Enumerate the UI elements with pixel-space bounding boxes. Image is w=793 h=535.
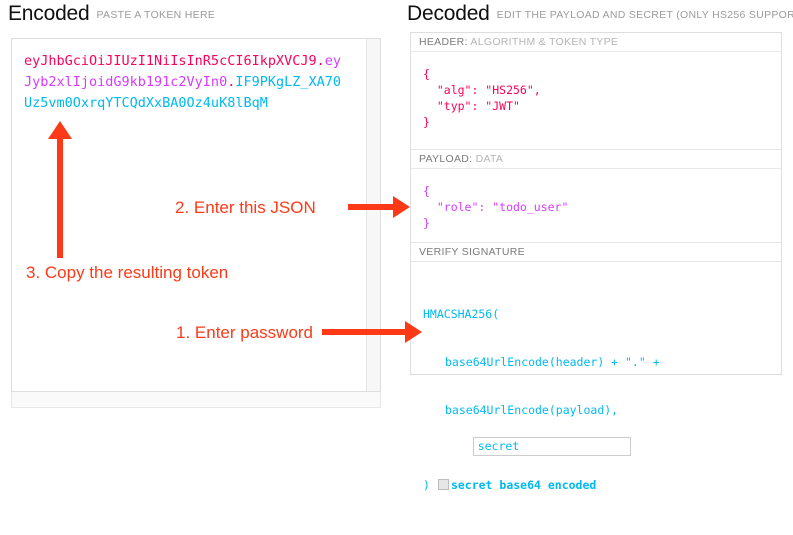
token-header-segment: eyJhbGciOiJIUzI1NiIsInR5cCI6IkpXVCJ9 <box>24 53 317 69</box>
decoded-title: Decoded <box>407 2 490 25</box>
header-section-label-rest: ALGORITHM & TOKEN TYPE <box>470 36 619 48</box>
encoded-token-text[interactable]: eyJhbGciOiJIUzI1NiIsInR5cCI6IkpXVCJ9.eyJ… <box>24 51 344 114</box>
annotation-step2-text: 2. Enter this JSON <box>175 198 316 217</box>
header-json-body[interactable]: { "alg": "HS256", "typ": "JWT" } <box>411 52 781 150</box>
base64-encoded-label: secret base64 encoded <box>450 478 597 492</box>
token-signature-segment: IF9PKgLZ_XA70Uz5vm0OxrqYTCQdXxBA0Oz4uK8l… <box>24 74 342 111</box>
annotation-step2-arrow-line <box>348 204 395 210</box>
token-payload-segment: eyJyb2xlIjoidG9kb191c2VyIn0 <box>24 53 342 90</box>
encoded-subtitle: PASTE A TOKEN HERE <box>96 9 216 21</box>
decoded-subtitle: EDIT THE PAYLOAD AND SECRET (ONLY HS256 … <box>496 9 793 21</box>
header-section-label-strong: HEADER: <box>419 36 468 48</box>
header-section-label: HEADER: ALGORITHM & TOKEN TYPE <box>411 33 781 52</box>
signature-section-label: VERIFY SIGNATURE <box>411 243 781 262</box>
signature-line-header-encode: base64UrlEncode(header) + "." + <box>445 355 660 369</box>
annotation-step3-text: 3. Copy the resulting token <box>26 263 229 282</box>
signature-closing-paren: ) <box>423 478 430 492</box>
payload-section-label: PAYLOAD: DATA <box>411 150 781 169</box>
token-separator-2: . <box>227 74 236 90</box>
encoded-panel-scrollbar[interactable] <box>366 39 380 391</box>
payload-json-body[interactable]: { "role": "todo_user" } <box>411 169 781 243</box>
annotation-step2-arrow-head-icon <box>393 196 410 218</box>
signature-closing-line: ) secret base64 encoded <box>423 477 781 493</box>
decoded-panel: HEADER: ALGORITHM & TOKEN TYPE { "alg": … <box>410 32 782 492</box>
decoded-heading: Decoded EDIT THE PAYLOAD AND SECRET (ONLY… <box>407 2 793 26</box>
encoded-token-panel[interactable]: eyJhbGciOiJIUzI1NiIsInR5cCI6IkpXVCJ9.eyJ… <box>11 38 381 392</box>
signature-section-label-strong: VERIFY SIGNATURE <box>419 246 525 258</box>
encoded-title: Encoded <box>8 2 90 25</box>
annotation-step1-arrow-head-icon <box>405 321 422 343</box>
encoded-panel-footer <box>11 392 381 408</box>
payload-section-label-strong: PAYLOAD: <box>419 153 473 165</box>
token-separator-1: . <box>316 53 325 69</box>
signature-line-payload-encode: base64UrlEncode(payload), <box>445 403 619 417</box>
secret-input[interactable] <box>472 437 631 456</box>
annotation-step1-text: 1. Enter password <box>176 323 314 342</box>
annotation-step1-arrow-line <box>322 329 407 335</box>
encoded-heading: Encoded PASTE A TOKEN HERE <box>8 2 215 26</box>
annotation-step3-arrow-line <box>57 138 63 258</box>
base64-encoded-checkbox[interactable] <box>437 479 449 490</box>
signature-line-hmac: HMACSHA256( <box>423 307 500 321</box>
annotation-step3-arrow-head-icon <box>48 121 72 139</box>
payload-section-label-rest: DATA <box>475 153 504 165</box>
signature-body: HMACSHA256( base64UrlEncode(header) + ".… <box>411 262 781 535</box>
